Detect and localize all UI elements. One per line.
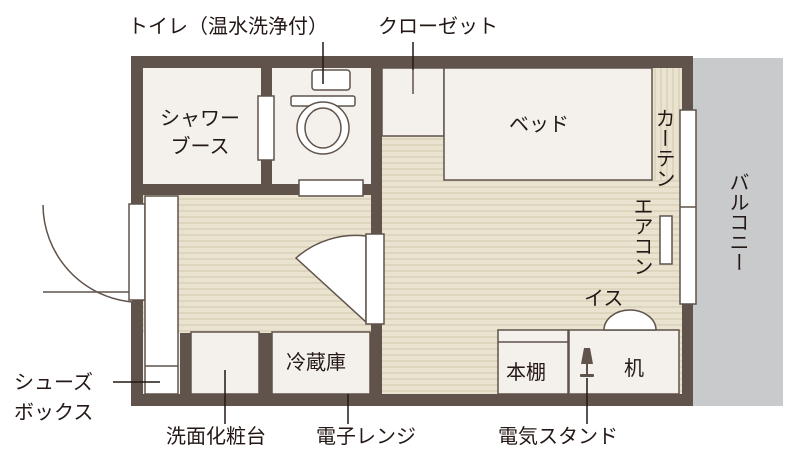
bed — [443, 67, 653, 181]
entrance-door-swing — [42, 204, 134, 303]
label-desk: 机 — [624, 356, 644, 380]
chair — [603, 309, 657, 331]
label-shower-2: ブース — [170, 134, 230, 158]
label-curtain: カーテン — [652, 108, 676, 188]
toilet-door — [298, 179, 364, 197]
label-vanity: 洗面化粧台 — [166, 424, 266, 448]
shoe-box — [144, 195, 179, 395]
label-bookshelf: 本棚 — [506, 360, 546, 384]
label-chair: イス — [584, 286, 624, 310]
label-balcony: バルコニー — [726, 172, 750, 272]
inner-door — [365, 233, 385, 325]
label-bed: ベッド — [509, 112, 569, 136]
label-toilet: トイレ（温水洗浄付） — [128, 14, 328, 38]
bookshelf — [497, 329, 569, 395]
aircon-unit — [659, 215, 673, 265]
label-shoebox-1: シューズ — [14, 370, 93, 394]
entrance-door — [128, 203, 146, 301]
label-microwave: 電子レンジ — [316, 424, 416, 448]
label-closet: クローゼット — [378, 14, 498, 38]
label-shoebox-2: ボックス — [14, 400, 94, 424]
desk-lamp-icon — [580, 348, 594, 377]
label-aircon: エアコン — [630, 196, 654, 276]
fridge — [271, 331, 371, 395]
balcony-area — [693, 58, 783, 406]
toilet-fixture — [290, 69, 356, 155]
shower-door — [257, 95, 275, 161]
inner-door-swing — [294, 234, 367, 324]
label-desk-lamp: 電気スタンド — [498, 424, 618, 448]
label-shower-1: シャワー — [160, 106, 240, 130]
window-strip — [652, 68, 682, 180]
label-fridge: 冷蔵庫 — [286, 350, 346, 374]
shower-room — [143, 68, 261, 184]
